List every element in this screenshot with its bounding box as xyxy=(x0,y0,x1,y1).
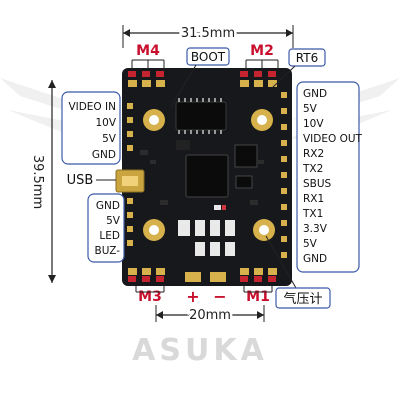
usb-label: USB xyxy=(67,173,94,188)
plus-label: + xyxy=(186,287,199,306)
top-dimension-label: 31.5mm xyxy=(181,26,235,41)
left-top-pin-group: VIDEO IN 10V 5V GND xyxy=(61,91,121,165)
boot-callout: BOOT xyxy=(169,47,230,109)
rt6-callout: RT6 xyxy=(271,48,326,89)
right-pin-11: GND xyxy=(303,253,327,265)
right-pin-1: 5V xyxy=(303,103,318,115)
m3-label: M3 xyxy=(138,289,162,305)
m2-label: M2 xyxy=(250,43,274,59)
boot-label: BOOT xyxy=(191,50,226,64)
watermark-text: ASUKA xyxy=(132,333,268,368)
left-bottom-pin-3: BUZ- xyxy=(94,245,120,257)
m4-label: M4 xyxy=(136,43,160,59)
left-bottom-pin-0: GND xyxy=(96,200,120,212)
right-pin-9: 3.3V xyxy=(303,223,328,235)
minus-label: − xyxy=(213,287,226,306)
leader-lines xyxy=(131,59,279,293)
left-dimension-label: 39.5mm xyxy=(30,155,45,209)
left-top-pin-2: 5V xyxy=(102,133,117,145)
left-bottom-pin-1: 5V xyxy=(106,215,121,227)
left-top-pin-3: GND xyxy=(92,149,116,161)
left-top-pin-1: 10V xyxy=(95,117,116,129)
right-pin-3: VIDEO OUT xyxy=(303,133,363,145)
left-bottom-pin-group: GND 5V LED BUZ- xyxy=(87,193,125,263)
right-pin-10: 5V xyxy=(303,238,318,250)
bottom-dimension: 20mm xyxy=(155,305,265,326)
left-dimension: 39.5mm xyxy=(30,80,56,283)
pcb-board xyxy=(115,68,292,286)
right-pin-6: SBUS xyxy=(303,178,332,190)
top-dimension: 31.5mm xyxy=(122,24,294,48)
mounting-holes xyxy=(143,109,275,241)
barometer-label: 气压计 xyxy=(283,291,322,307)
rt6-label: RT6 xyxy=(296,51,318,65)
right-pin-2: 10V xyxy=(303,118,324,130)
left-bottom-pin-2: LED xyxy=(99,230,120,242)
right-pin-5: TX2 xyxy=(302,163,323,175)
right-pin-7: RX1 xyxy=(303,193,324,205)
right-pin-4: RX2 xyxy=(303,148,324,160)
bottom-dimension-label: 20mm xyxy=(189,308,231,323)
right-pin-0: GND xyxy=(303,88,327,100)
m1-label: M1 xyxy=(246,289,270,305)
right-pin-group: GND 5V 10V VIDEO OUT RX2 TX2 SBUS RX1 TX… xyxy=(296,81,363,273)
right-pin-8: TX1 xyxy=(302,208,323,220)
barometer-callout: 气压计 xyxy=(265,235,331,309)
left-top-pin-0: VIDEO IN xyxy=(68,101,116,113)
